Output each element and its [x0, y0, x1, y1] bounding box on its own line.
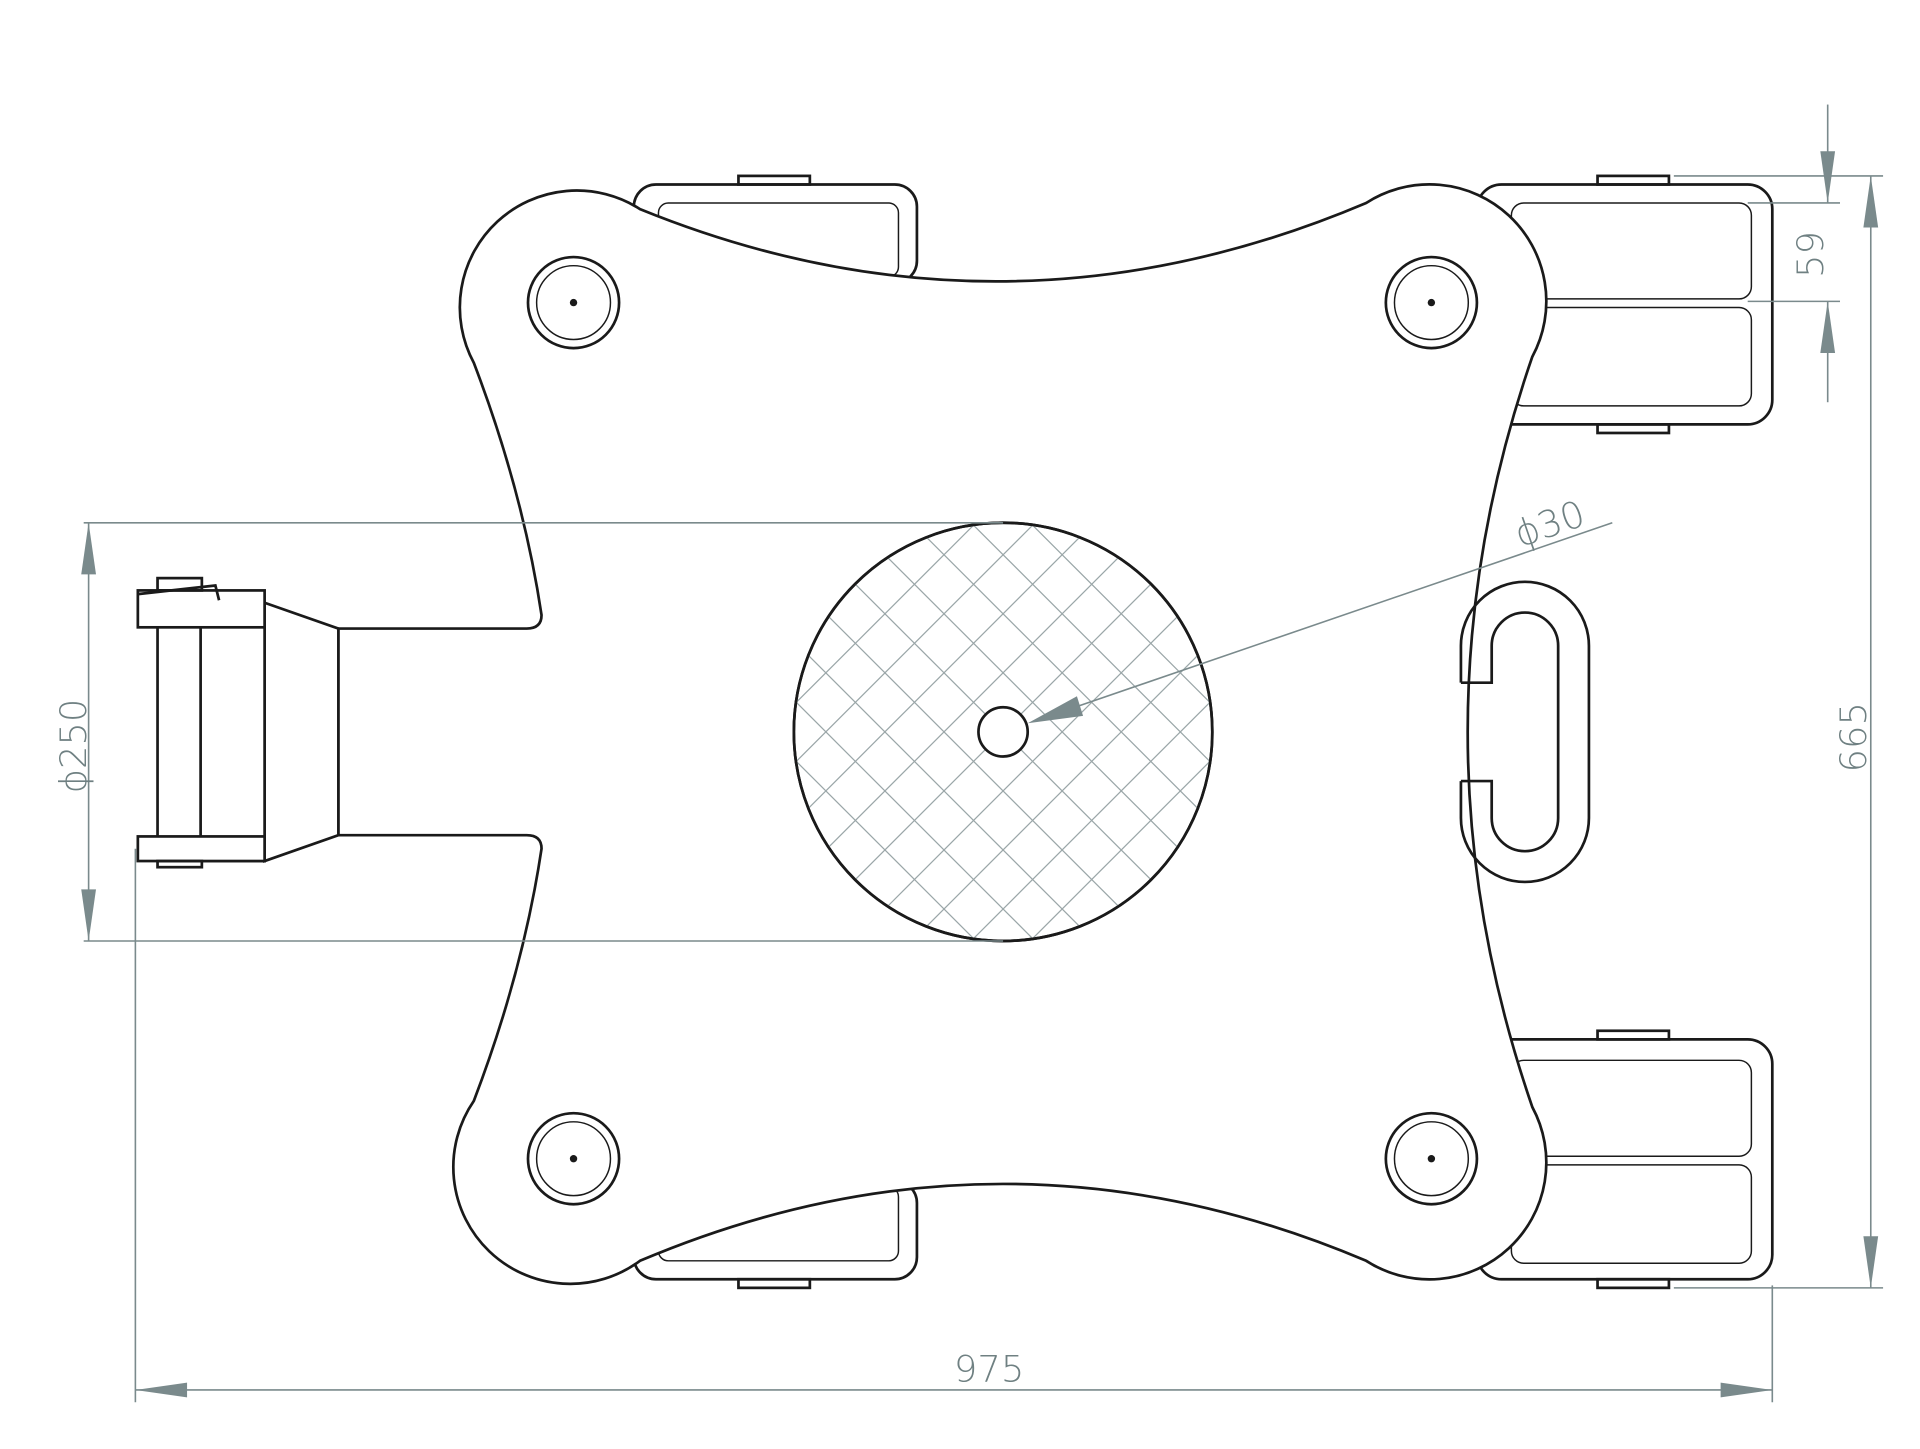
- dimension-height: 665: [1673, 175, 1884, 1289]
- dimension-label-turntable-diameter: ϕ250: [52, 699, 95, 794]
- dimension-roller-width: 59: [1747, 104, 1840, 403]
- hatch-line: [793, 522, 1073, 941]
- hatch-line: [992, 522, 1213, 941]
- center-hole: [977, 705, 1030, 758]
- hatch-line: [793, 522, 1132, 941]
- handle: [1459, 580, 1591, 884]
- hatch-line: [933, 522, 1213, 941]
- hatch-line: [992, 522, 1213, 941]
- tow-bar: [136, 576, 340, 869]
- bolt-top-left: [526, 255, 621, 350]
- hatch-line: [815, 522, 1213, 941]
- dimension-width: 975: [134, 848, 1774, 1403]
- dimension-label-center-hole: ϕ30: [1509, 492, 1590, 556]
- hatch-line: [793, 522, 1014, 941]
- bolt-bottom-right: [1384, 1111, 1479, 1206]
- hatch-line: [793, 522, 1014, 941]
- bolt-bottom-left: [526, 1111, 621, 1206]
- dimension-label-roller-width: 59: [1789, 231, 1832, 278]
- hatch-line: [874, 522, 1213, 941]
- bolt-top-right: [1384, 255, 1479, 350]
- dimension-label-width: 975: [954, 1347, 1024, 1390]
- dimension-label-height: 665: [1832, 702, 1875, 772]
- dimension-turntable-diameter: ϕ250: [52, 521, 1004, 942]
- hatch-line: [793, 522, 1191, 941]
